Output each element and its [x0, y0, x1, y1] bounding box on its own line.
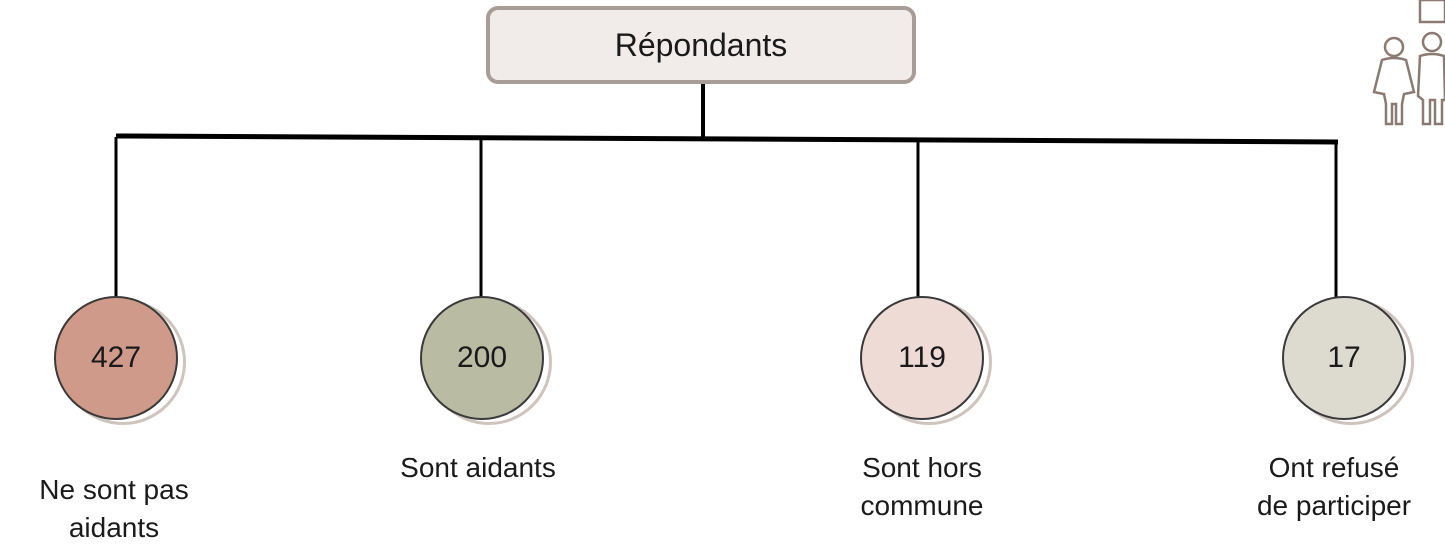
node-17: 17: [1282, 296, 1414, 428]
node-label-200: Sont aidants: [358, 449, 598, 487]
node-427: 427: [54, 296, 186, 428]
label-line: commune: [860, 490, 984, 521]
root-node: Répondants: [486, 6, 916, 84]
node-value-119: 119: [860, 296, 984, 420]
horizontal-bus: [115, 133, 1339, 145]
label-line: Sont hors: [862, 452, 982, 483]
node-label-427: Ne sont pas aidants: [0, 471, 234, 547]
node-200: 200: [420, 296, 552, 428]
label-line: de participer: [1256, 490, 1412, 521]
root-label: Répondants: [614, 26, 788, 63]
label-line: aidants: [68, 512, 160, 543]
node-value-17: 17: [1282, 296, 1406, 420]
node-value-200: 200: [420, 296, 544, 420]
label-line: Sont aidants: [400, 452, 556, 483]
node-label-17: Ont refusé de participer: [1214, 449, 1445, 525]
node-119: 119: [860, 296, 992, 428]
label-line: Ne sont pas: [39, 474, 189, 505]
label-line: Ont refusé: [1268, 452, 1400, 483]
people-icon: [1372, 0, 1445, 126]
node-value-427: 427: [54, 296, 178, 420]
node-label-119: Sont hors commune: [802, 449, 1042, 525]
